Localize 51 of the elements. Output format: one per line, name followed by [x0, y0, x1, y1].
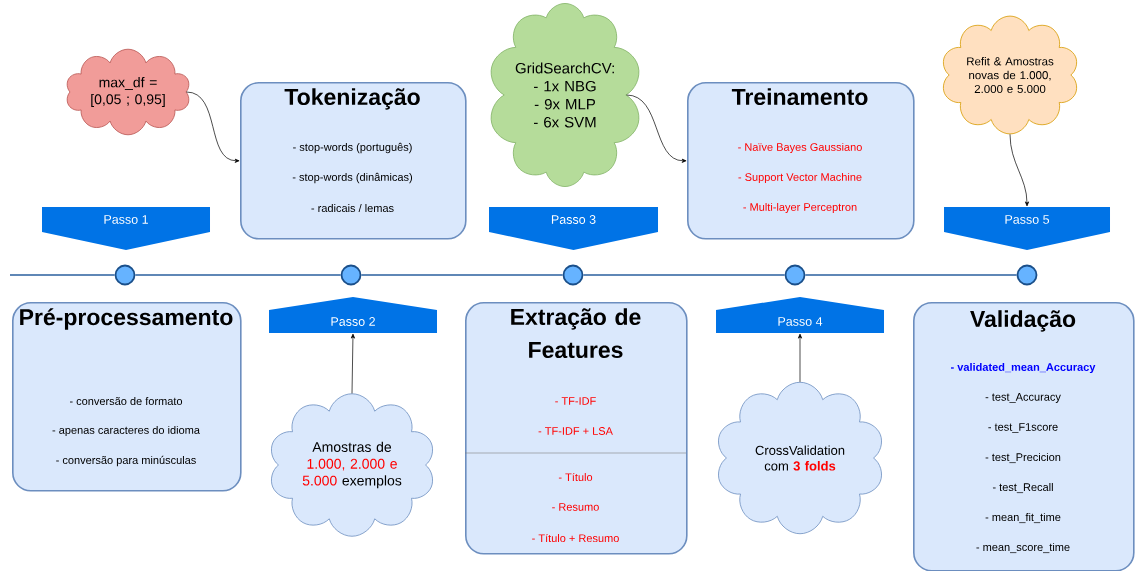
- list-item: - Naïve Bayes Gaussiano: [738, 142, 862, 154]
- arrow: [797, 333, 803, 383]
- step-banner: Passo 4: [716, 297, 884, 333]
- process-box: [240, 82, 467, 240]
- box-title: Tokenização: [284, 88, 420, 110]
- step-banner: Passo 5: [944, 207, 1110, 250]
- box-title: Treinamento: [731, 88, 868, 106]
- list-item: - Título + Resumo: [532, 533, 619, 543]
- timeline-dot: [562, 264, 584, 286]
- timeline-line: [360, 274, 564, 276]
- box-title: Extração de Features: [511, 308, 641, 359]
- list-item: - radicais / lemas: [311, 203, 394, 213]
- process-box: [687, 82, 915, 240]
- list-item: - Support Vector Machine: [738, 172, 862, 184]
- timeline-dot: [114, 264, 136, 286]
- step-banner: Passo 1: [42, 207, 210, 250]
- list-item: - conversão de formato: [69, 396, 183, 406]
- process-box: [12, 302, 242, 492]
- list-item: - TF-IDF: [555, 397, 596, 405]
- list-item: - test_Precicion: [985, 452, 1061, 464]
- timeline-line: [9, 274, 116, 276]
- process-box: [464, 302, 688, 555]
- timeline-line: [134, 274, 342, 276]
- arrow: [350, 333, 355, 394]
- list-item: - Multi-layer Perceptron: [743, 202, 857, 214]
- list-item: - stop-words (português): [293, 142, 412, 154]
- timeline-dot: [784, 264, 806, 286]
- list-item: - test_F1score: [988, 423, 1058, 433]
- list-item: - stop-words (dinâmicas): [292, 172, 412, 184]
- timeline-dot: [1016, 264, 1038, 286]
- list-item: - Resumo: [552, 503, 599, 511]
- list-item: - TF-IDF + LSA: [538, 427, 613, 435]
- arrow: [1009, 133, 1030, 207]
- box-title: Pré-processamento: [20, 308, 233, 330]
- timeline-line: [582, 274, 786, 276]
- timeline-line: [804, 274, 1018, 276]
- list-item: - mean_fit_time: [985, 512, 1061, 524]
- box-title: Validação: [970, 310, 1076, 332]
- timeline-dot: [340, 264, 362, 286]
- list-item: - conversão para minúsculas: [56, 455, 196, 467]
- list-item: - validated_mean_Accuracy: [951, 362, 1096, 374]
- step-banner: Passo 3: [489, 207, 658, 250]
- step-banner: Passo 2: [269, 297, 437, 333]
- list-item: - mean_score_time: [976, 542, 1070, 554]
- list-item: - Título: [558, 472, 593, 482]
- list-item: - test_Recall: [992, 482, 1053, 494]
- arrow: [186, 91, 240, 163]
- process-box: [913, 302, 1135, 571]
- list-item: - apenas caracteres do idioma: [52, 425, 200, 437]
- arrow: [626, 94, 687, 163]
- list-item: - test_Accuracy: [985, 393, 1061, 403]
